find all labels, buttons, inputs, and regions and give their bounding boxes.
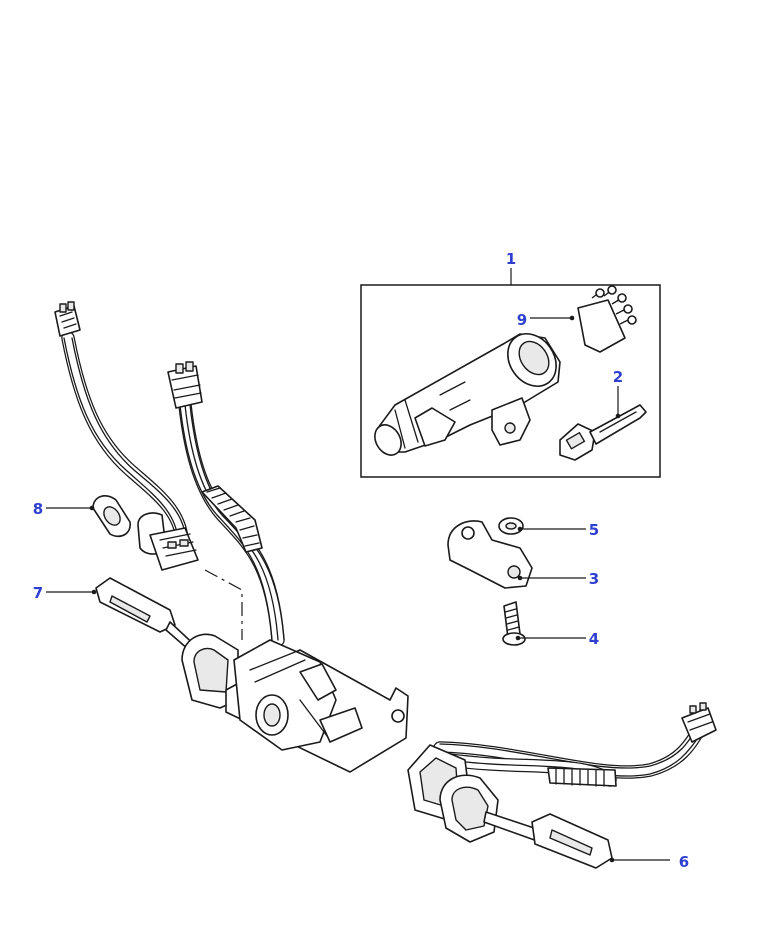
- callout-labels: 1 2 3 4 5 6 7 8 9: [33, 250, 689, 871]
- cover-cap: [46, 495, 131, 538]
- callout-1: 1: [506, 250, 516, 268]
- callout-4: 4: [589, 630, 599, 648]
- callout-3: 3: [589, 570, 599, 588]
- clamp-bracket: [447, 520, 586, 589]
- ignition-lock-kit-box: [360, 268, 661, 478]
- callout-5: 5: [589, 521, 599, 539]
- callout-6: 6: [679, 853, 689, 871]
- left-wiring-harness: [54, 301, 285, 647]
- bolt: [502, 601, 586, 646]
- stalk-switch-left: [46, 577, 201, 657]
- callout-8: 8: [33, 500, 43, 518]
- stalk-switch-right: [407, 702, 717, 869]
- callout-9: 9: [517, 311, 527, 329]
- harness-connector-block: [137, 512, 199, 571]
- switch-housing-left: [181, 633, 409, 773]
- ignition-key: [559, 386, 647, 461]
- ignition-switch-connector: [530, 285, 637, 353]
- callout-7: 7: [33, 584, 43, 602]
- assembly-line: [204, 569, 243, 640]
- washer: [498, 517, 586, 535]
- ignition-lock-barrel: [374, 333, 561, 456]
- callout-2: 2: [613, 368, 623, 386]
